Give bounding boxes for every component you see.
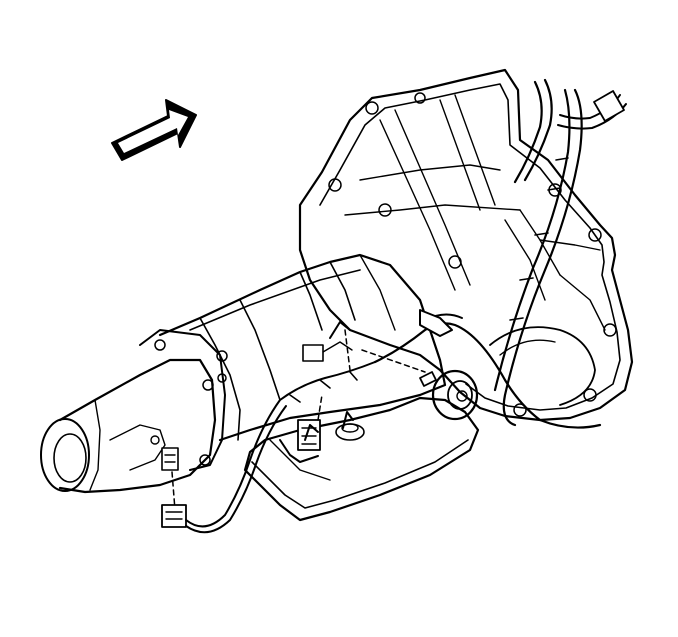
cooler-fitting [419,369,479,421]
speed-sensor-connector [161,361,376,534]
wiring-harness [289,78,627,429]
extension-housing [40,358,217,494]
oil-pan [243,396,480,522]
callout-marker-2 [342,411,354,429]
transmission-case [139,253,447,471]
callout-marker-1 [329,321,351,339]
sensor-cluster [279,329,426,463]
direction-arrow-icon [111,99,197,161]
callout-marker-3 [304,424,319,441]
